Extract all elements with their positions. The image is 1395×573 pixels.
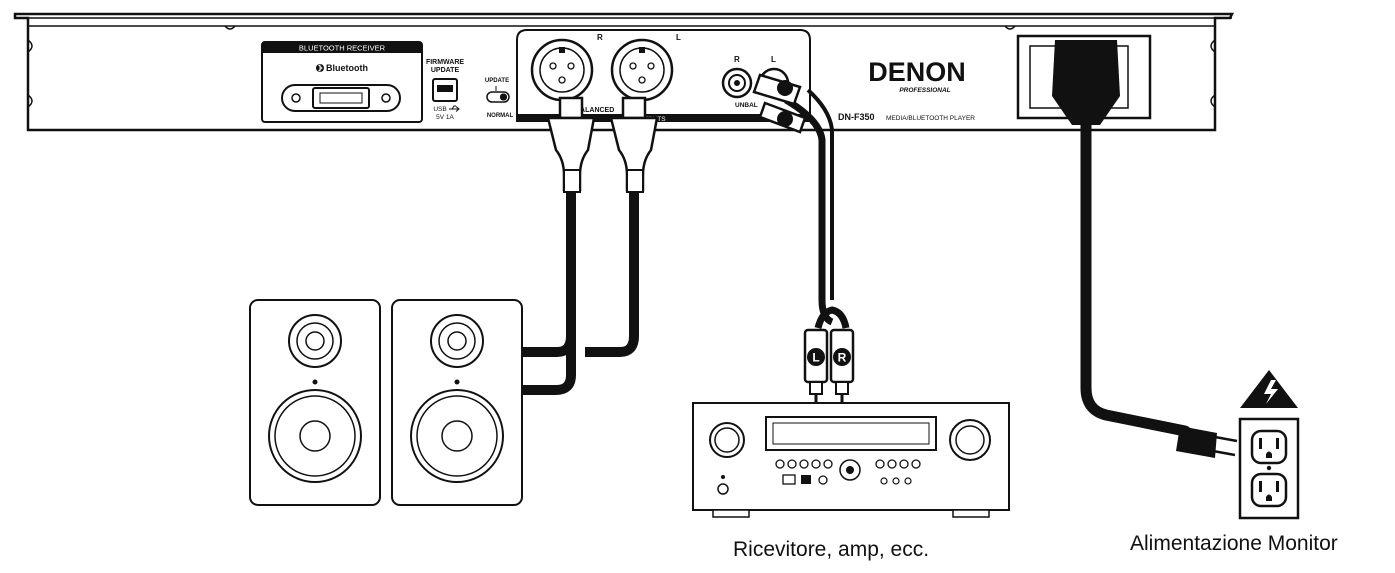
hazard-warning-icon bbox=[1240, 370, 1298, 408]
denon-branding: DENON PROFESSIONAL DN-F350 MEDIA/BLUETOO… bbox=[838, 57, 975, 122]
plug-right-label: R bbox=[838, 351, 847, 365]
firmware-label-1: FIRMWARE bbox=[426, 59, 464, 66]
xlr-output-right: R bbox=[530, 33, 603, 102]
usb-port-section: FIRMWARE UPDATE USB 5V 1A bbox=[426, 59, 464, 121]
bluetooth-icon bbox=[316, 64, 324, 72]
speaker-left bbox=[249, 299, 381, 506]
brand-sub: PROFESSIONAL bbox=[899, 87, 950, 94]
update-normal-switch: UPDATE NORMAL bbox=[485, 78, 514, 119]
rca-cable bbox=[752, 73, 850, 329]
power-outlet-icon bbox=[1238, 417, 1300, 520]
power-cable bbox=[1052, 40, 1238, 458]
xlr-cable-right bbox=[521, 96, 596, 395]
unbal-label: UNBAL bbox=[735, 102, 758, 109]
plug-left-label: L bbox=[812, 351, 819, 365]
av-receiver bbox=[692, 402, 1010, 518]
receiver-buttons bbox=[717, 459, 921, 495]
rca-plug-left: L bbox=[803, 328, 829, 404]
firmware-label-2: UPDATE bbox=[431, 67, 460, 74]
rca-l-label: L bbox=[771, 55, 776, 64]
switch-normal-label: NORMAL bbox=[487, 113, 514, 119]
power-caption: Alimentazione Monitor bbox=[1130, 532, 1338, 555]
xlr-cable-left bbox=[585, 96, 659, 357]
brand-logo: DENON bbox=[868, 57, 966, 87]
bluetooth-receiver-panel: BLUETOOTH RECEIVER Bluetooth bbox=[261, 41, 423, 123]
switch-update-label: UPDATE bbox=[485, 78, 509, 84]
receiver-caption: Ricevitore, amp, ecc. bbox=[733, 538, 930, 561]
rca-plug-right: R bbox=[829, 328, 855, 404]
usb-icon bbox=[449, 105, 460, 112]
outputs-bay: OUTPUTS BALANCED R L R L bbox=[516, 29, 811, 123]
xlr-l-label: L bbox=[676, 33, 681, 42]
balanced-label: BALANCED bbox=[575, 107, 614, 114]
speaker-right bbox=[391, 299, 523, 506]
bt-logo-text: Bluetooth bbox=[326, 63, 368, 73]
model-description: MEDIA/BLUETOOTH PLAYER bbox=[886, 115, 975, 122]
usb-power-label: 5V 1A bbox=[436, 114, 454, 121]
bt-panel-label: BLUETOOTH RECEIVER bbox=[299, 44, 386, 53]
xlr-r-label: R bbox=[597, 33, 603, 42]
rca-r-label: R bbox=[734, 55, 740, 64]
model-name: DN-F350 bbox=[838, 112, 875, 122]
usb-label: USB bbox=[433, 106, 446, 113]
xlr-output-left: L bbox=[610, 33, 681, 102]
